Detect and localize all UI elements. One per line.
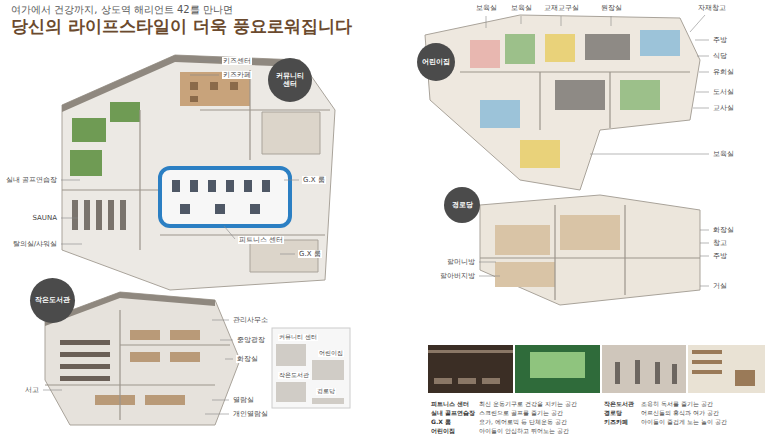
table-cell: 스크린으로 골프를 즐기는 공간	[478, 410, 564, 417]
room-label: 화장실	[236, 355, 259, 363]
photo-detail	[428, 350, 513, 384]
table-cell: 어린이집	[430, 428, 456, 435]
floor-plate	[425, 15, 700, 190]
room-label: 어린이집	[318, 350, 344, 357]
photo-gym	[428, 345, 513, 393]
floor-plate	[62, 55, 335, 290]
room-label: 작은도서관	[278, 372, 310, 379]
badge-text: 커뮤니티 센터	[271, 72, 309, 88]
room-label: 주방	[712, 36, 728, 44]
room-label: 피트니스 센터	[238, 236, 284, 244]
key-map	[272, 328, 350, 408]
badge-text: 경로당	[452, 201, 473, 209]
table-cell: 아이들이 안심하고 뛰어노는 공간	[478, 428, 570, 435]
page-title: 당신의 라이프스타일이 더욱 풍요로워집니다	[10, 17, 353, 37]
badge-circle: 어린이집	[417, 43, 455, 81]
room-floor	[495, 215, 620, 287]
table-cell: 키즈카페	[603, 419, 629, 426]
room-label: 창고	[712, 239, 728, 247]
photo-detail	[530, 352, 585, 378]
room-label: G.X 룸	[298, 250, 322, 258]
room-label: 도서실	[712, 88, 735, 96]
room-label: 보육실	[712, 150, 735, 158]
table-cell: 실내 골프연습장	[430, 410, 476, 417]
table-cell: G.X 룸	[430, 419, 452, 426]
table-cell: 작은도서관	[603, 401, 635, 408]
room-walls	[45, 310, 230, 420]
table-cell: 피트니스 센터	[430, 401, 470, 408]
room-label: G.X 룸	[302, 176, 326, 184]
table-cell: 어르신들의 휴식과 여가 공간	[640, 410, 720, 417]
room-label: 교사실	[712, 104, 735, 112]
room-label: 자재창고	[697, 4, 727, 12]
fitness-ring	[160, 168, 290, 226]
golf-bay	[70, 102, 140, 176]
room-label: 교재교구실	[543, 4, 580, 12]
room-label: 서고	[24, 386, 40, 394]
gx-room	[250, 112, 320, 272]
room-label: 개인열람실	[232, 410, 269, 418]
room-label: 커뮤니티 센터	[278, 334, 318, 341]
locker-row	[72, 200, 126, 230]
leader-line	[61, 61, 299, 254]
room-label: 식당	[712, 52, 728, 60]
room-label: 유희실	[712, 68, 735, 76]
room-label: SAUNA	[31, 214, 58, 222]
furniture	[190, 82, 238, 102]
room-label: 실내 골프연습장	[5, 176, 58, 184]
badge-circle: 커뮤니티 센터	[268, 58, 312, 102]
room-label: 화장실	[712, 226, 735, 234]
table-cell: 최신 운동기구로 건강을 지키는 공간	[478, 401, 578, 408]
leader-line	[486, 15, 709, 154]
room-label: 중앙광장	[236, 336, 266, 344]
photo-library	[688, 345, 765, 393]
subtitle: 여가에서 건강까지, 상도역 해리언트 42를 만나면	[10, 4, 234, 16]
table-cell: 조용히 독서를 즐기는 공간	[640, 401, 714, 408]
room-walls	[460, 72, 690, 130]
leader-line	[43, 320, 233, 414]
floor-plate	[480, 195, 700, 305]
badge-text: 어린이집	[422, 58, 450, 66]
photo-yoga	[602, 345, 686, 393]
room-label: 경로당	[316, 388, 336, 395]
wall-band	[62, 55, 300, 112]
room-colored	[470, 40, 500, 68]
floor-plate	[45, 292, 240, 425]
leader-line	[479, 230, 709, 286]
room-walls	[480, 205, 700, 300]
room-label: 관리사무소	[232, 316, 269, 324]
table-cell: 요가, 에어로빅 등 단체운동 공간	[478, 419, 568, 426]
room-label: 원장실	[600, 4, 623, 12]
photo-detail	[692, 350, 755, 386]
room-label: 거실	[712, 282, 728, 290]
room-label: 탈의실/샤워실	[12, 240, 58, 248]
room-label: 열람실	[232, 396, 255, 404]
photo-golf	[515, 345, 600, 393]
room-label: 주방	[712, 252, 728, 260]
badge-text: 작은도서관	[35, 296, 70, 304]
room-label: 보육실	[475, 4, 498, 12]
bookshelf	[60, 340, 110, 381]
key-map-block	[276, 344, 344, 404]
room-label: 키즈카페	[222, 71, 252, 79]
room-label: 할머니방	[446, 258, 476, 266]
badge-circle: 작은도서관	[30, 278, 75, 323]
table-cell: 아이들이 즐겁게 노는 놀이 공간	[640, 419, 728, 426]
fitness-machine	[172, 180, 270, 214]
badge-circle: 경로당	[444, 187, 480, 223]
photo-detail	[615, 360, 677, 384]
room-label: 보육실	[510, 4, 533, 12]
room-colored	[480, 30, 680, 128]
reading-desk	[95, 330, 200, 405]
room-label: 할아버지방	[439, 272, 476, 280]
room-label: 키즈센터	[222, 57, 252, 65]
table-cell: 경로당	[603, 410, 623, 417]
